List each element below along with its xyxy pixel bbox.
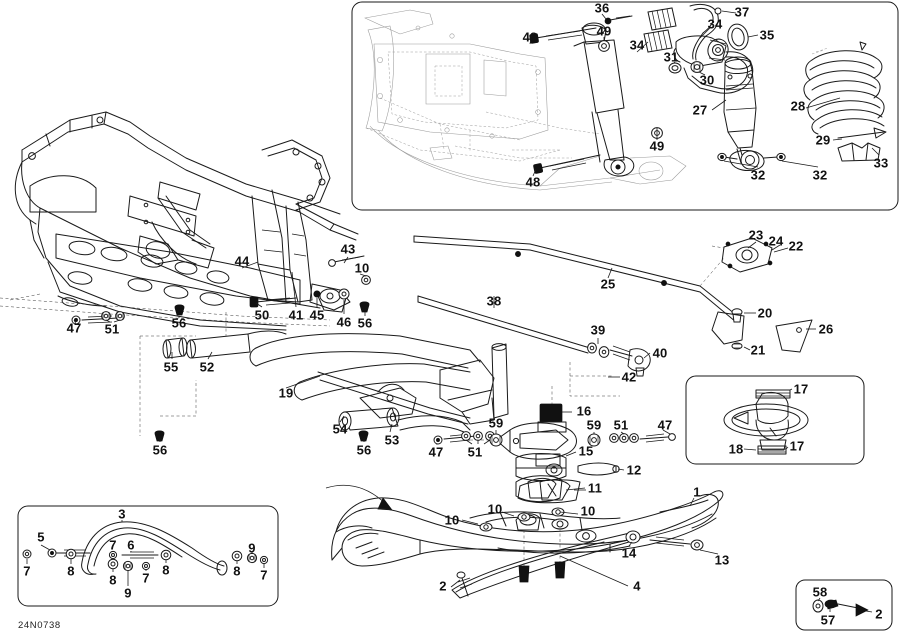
callout-number: 56 — [152, 442, 168, 458]
callout-number: 34 — [707, 16, 723, 32]
callout-number: 29 — [815, 132, 831, 148]
callout-number: 47 — [428, 444, 444, 460]
inset-sway-bar-art — [17, 505, 279, 607]
callout-number: 46 — [336, 314, 352, 330]
callout-number: 4 — [633, 578, 641, 594]
callout-number: 48 — [525, 174, 541, 190]
callout-number: 14 — [621, 545, 637, 561]
callout-number: 9 — [248, 540, 256, 556]
callout-number: 47 — [66, 320, 82, 336]
callout-number: 9 — [124, 585, 132, 601]
callout-number: 58 — [812, 584, 828, 600]
callout-number: 18 — [728, 441, 744, 457]
callout-number: 43 — [340, 241, 356, 257]
callout-number: 42 — [621, 369, 637, 385]
callout-number: 31 — [663, 49, 679, 65]
callout-number: 32 — [750, 167, 766, 183]
inset-ski-saddle-art — [685, 375, 865, 465]
callout-number: 2 — [439, 578, 447, 594]
callout-number: 21 — [750, 342, 766, 358]
callout-number: 15 — [578, 443, 594, 459]
callout-number: 8 — [233, 563, 241, 579]
callout-number: 20 — [757, 305, 773, 321]
callout-number: 16 — [576, 403, 592, 419]
callout-number: 59 — [488, 415, 504, 431]
callout-number: 17 — [789, 438, 805, 454]
callout-number: 10 — [580, 503, 596, 519]
callout-number: 56 — [171, 315, 187, 331]
callout-number: 40 — [652, 345, 668, 361]
callout-number: 13 — [714, 552, 730, 568]
callout-number: 33 — [873, 155, 889, 171]
callout-number: 17 — [793, 381, 809, 397]
callout-number: 19 — [278, 385, 294, 401]
callout-number: 7 — [23, 563, 31, 579]
callout-number: 24 — [768, 233, 784, 249]
inset-runner-hardware-art — [795, 579, 893, 631]
ski-assembly-art — [325, 479, 724, 599]
callout-number: 12 — [626, 462, 642, 478]
callout-number: 57 — [820, 612, 836, 628]
callout-number: 55 — [163, 359, 179, 375]
callout-number: 28 — [790, 98, 806, 114]
callout-number: 23 — [748, 227, 764, 243]
callout-number: 56 — [357, 315, 373, 331]
callout-number: 53 — [384, 432, 400, 448]
callout-number: 26 — [818, 321, 834, 337]
spindle-art — [470, 386, 676, 503]
callout-number: 41 — [288, 307, 304, 323]
callout-number: 49 — [649, 138, 665, 154]
callout-number: 22 — [788, 238, 804, 254]
callout-number: 10 — [354, 260, 370, 276]
callout-number: 51 — [613, 417, 629, 433]
callout-number: 45 — [309, 307, 325, 323]
callout-number: 47 — [657, 417, 673, 433]
callout-number: 56 — [356, 442, 372, 458]
callout-number: 30 — [699, 72, 715, 88]
callout-number: 7 — [260, 567, 268, 583]
callout-number: 54 — [332, 421, 348, 437]
callout-number: 37 — [734, 4, 750, 20]
shock-assembly-art — [636, 3, 887, 171]
lower-arm-art — [139, 312, 509, 445]
callout-number: 34 — [629, 37, 645, 53]
inset-chassis-shock-art — [364, 9, 687, 191]
callout-number: 35 — [759, 27, 775, 43]
callout-number: 8 — [67, 563, 75, 579]
callout-number: 44 — [234, 253, 250, 269]
callout-number: 52 — [199, 359, 215, 375]
callout-number: 32 — [812, 167, 828, 183]
callout-number: 5 — [37, 529, 45, 545]
callout-number: 7 — [142, 570, 150, 586]
callout-number: 25 — [600, 276, 616, 292]
callout-number: 2 — [875, 606, 883, 622]
callout-number: 27 — [692, 102, 708, 118]
main-frame-art — [0, 111, 359, 331]
callout-number: 59 — [586, 417, 602, 433]
steering-art — [413, 235, 816, 397]
callout-number: 7 — [109, 537, 117, 553]
callout-number: 11 — [587, 480, 603, 496]
callout-number: 36 — [594, 0, 610, 16]
callout-number: 8 — [109, 572, 117, 588]
callout-number: 51 — [467, 444, 483, 460]
callout-number: 1 — [693, 484, 701, 500]
drawing-number: 24N0738 — [18, 620, 61, 631]
callout-number: 38 — [486, 293, 502, 309]
frame-hardware-art — [71, 255, 371, 325]
callout-number: 3 — [118, 506, 126, 522]
callout-number: 48 — [522, 29, 538, 45]
callout-number: 49 — [596, 23, 612, 39]
callout-number: 10 — [487, 501, 503, 517]
callout-number: 39 — [590, 322, 606, 338]
callout-number: 51 — [104, 321, 120, 337]
callout-number: 50 — [254, 307, 270, 323]
callout-number: 10 — [444, 512, 460, 528]
callout-number: 8 — [162, 562, 170, 578]
callout-number: 6 — [127, 537, 135, 553]
